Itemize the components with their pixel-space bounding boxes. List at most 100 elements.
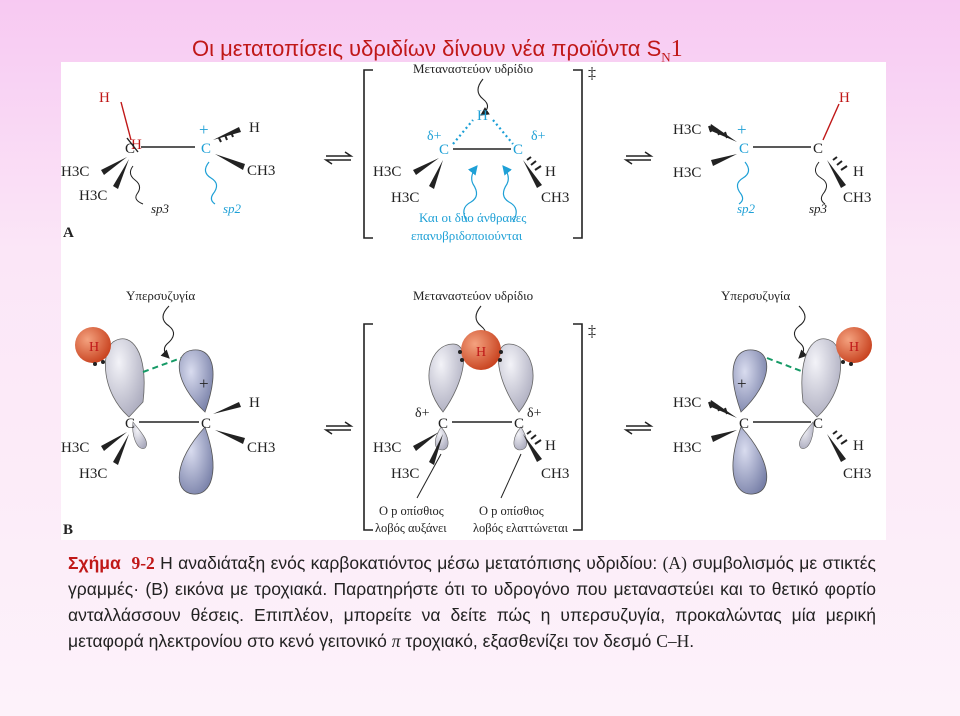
label-sp3: sp3: [151, 201, 170, 216]
p-orbital-bottom-right: [732, 426, 768, 495]
atom-h: H: [545, 438, 556, 454]
hyperconjugation-dash-left: [142, 357, 182, 373]
atom-c: C: [813, 141, 823, 157]
atom-c: C: [739, 416, 749, 432]
panel-label-b: B: [63, 522, 73, 538]
group-h3c: H3C: [673, 440, 701, 456]
group-ch3: CH3: [843, 466, 871, 482]
atom-h: H: [249, 395, 260, 411]
atom-c: C: [513, 142, 523, 158]
group-h3c: H3C: [391, 190, 419, 206]
mechanism-diagram: ‡ Μεταναστεύον υδρίδιο H C H H3C H3C sp3…: [61, 62, 872, 538]
orbital-molecule-b-left: H + C C H3C H3C H CH3: [61, 327, 275, 495]
sp3-back-lobe-left: [132, 421, 147, 449]
group-h3c: H3C: [373, 440, 401, 456]
group-ch3: CH3: [247, 163, 275, 179]
label-sp3: sp3: [809, 201, 828, 216]
hyperconjugation-label-right: Υπερσυζυγία: [721, 288, 790, 303]
back-lobe-grows-line1: Ο p οπίσθιος: [379, 504, 444, 518]
atom-h: H: [853, 164, 864, 180]
reaction-figure: ‡ Μεταναστεύον υδρίδιο H C H H3C H3C sp3…: [61, 62, 886, 540]
caption-part1: Η αναδιάταξη ενός καρβοκατιόντος μέσω με…: [154, 553, 663, 573]
plus-charge: +: [737, 120, 747, 139]
ts-dagger-b: ‡: [588, 323, 596, 340]
transition-state-a: H δ+ δ+ C C H3C H3C H CH3 Και οι δύο άνθ…: [373, 108, 569, 243]
group-ch3: CH3: [541, 466, 569, 482]
molecule-a-right: H3C + C H3C sp2 C H H CH3 sp3: [673, 90, 871, 216]
back-lobe-grows-line2: λοβός αυξάνει: [375, 521, 447, 535]
atom-h: H: [249, 120, 260, 136]
caption-part-a: (A): [662, 553, 687, 573]
group-h3c: H3C: [79, 466, 107, 482]
atom-h: H: [476, 345, 486, 360]
group-h3c: H3C: [373, 164, 401, 180]
orbital-transition-state-b: H δ+ δ+ C C H3C H3C H CH3 Ο p οπίσθιος λ…: [373, 330, 569, 535]
atom-h-migrating: H: [99, 90, 110, 106]
group-h3c: H3C: [79, 188, 107, 204]
group-ch3: CH3: [843, 190, 871, 206]
plus-charge: +: [737, 374, 747, 393]
back-lobe-shrinks-line2: λοβός ελαττώνεται: [473, 521, 569, 535]
atom-h-migrated: H: [839, 90, 850, 106]
hydrogen-sphere-ts: [461, 330, 501, 370]
ts-bracket-left-b: [363, 323, 373, 531]
plus-charge: +: [199, 374, 209, 393]
group-ch3: CH3: [541, 190, 569, 206]
hyperconjugation-dash-right: [766, 357, 810, 375]
migrating-hydride-label-b: Μεταναστεύον υδρίδιο: [413, 288, 533, 303]
rehybridize-note-line1: Και οι δύο άνθρακες: [419, 210, 527, 225]
atom-c: C: [813, 416, 823, 432]
sp3-lobe-right: [801, 338, 842, 418]
ts-bracket-right-a: [573, 69, 583, 239]
p-lobe-ts-right: [498, 343, 534, 413]
group-h3c: H3C: [61, 164, 89, 180]
hydrogen-sphere-left: [75, 327, 111, 363]
delta-plus-left: δ+: [415, 406, 430, 421]
atom-c: C: [439, 142, 449, 158]
p-lobe-ts-left: [428, 343, 464, 413]
rehybridize-note-line2: επανυβριδοποιούνται: [411, 228, 523, 243]
group-ch3: CH3: [247, 440, 275, 456]
caption-label: Σχήμα: [68, 553, 121, 573]
group-h3c: H3C: [61, 440, 89, 456]
delta-plus-left: δ+: [427, 129, 442, 144]
ts-bracket-left-a: [363, 69, 373, 239]
hyperconjugation-label-left: Υπερσυζυγία: [126, 288, 195, 303]
delta-plus-right: δ+: [527, 406, 542, 421]
sp3-lobe-left: [104, 338, 145, 418]
equilibrium-arrow-b-right: [623, 421, 654, 435]
figure-caption: Σχήμα 9-2 Η αναδιάταξη ενός καρβοκατιόντ…: [68, 550, 876, 654]
label-sp2: sp2: [737, 201, 756, 216]
ts-dagger-a: ‡: [588, 65, 596, 82]
caption-bond: C–H: [656, 631, 690, 651]
p-orbital-top-left: [178, 349, 214, 413]
atom-c-cation: C: [201, 141, 211, 157]
group-h3c: H3C: [673, 395, 701, 411]
page-title: Οι μετατοπίσεις υδριδίων δίνουν νέα προϊ…: [192, 36, 683, 65]
molecule-a-left: H C H H3C H3C sp3 + C H CH3 sp2: [61, 90, 275, 216]
equilibrium-arrow-a-left: [323, 151, 354, 165]
atom-c: C: [438, 416, 448, 432]
group-h3c: H3C: [391, 466, 419, 482]
migrating-hydride-label-a: Μεταναστεύον υδρίδιο: [413, 62, 533, 76]
caption-part2: συμβολισμός με στικτές γραμμές· (B) εικό…: [68, 553, 876, 651]
hydrogen-sphere-right: [836, 327, 872, 363]
p-orbital-bottom-left: [178, 426, 214, 495]
caption-number: 9-2: [131, 553, 155, 573]
bridging-hydrogen: H: [477, 108, 488, 124]
p-orbital-top-right: [732, 349, 768, 413]
delta-plus-right: δ+: [531, 129, 546, 144]
atom-c: C: [125, 416, 135, 432]
atom-h: H: [131, 137, 142, 153]
atom-c: C: [514, 416, 524, 432]
caption-pi: π: [391, 631, 401, 651]
label-sp2: sp2: [223, 201, 242, 216]
plus-charge: +: [199, 120, 209, 139]
caption-end: .: [689, 631, 695, 651]
atom-h: H: [849, 340, 859, 355]
atom-c: C: [125, 141, 135, 157]
atom-c: C: [201, 416, 211, 432]
caption-part3: τροχιακό, εξασθενίζει τον δεσμό: [400, 631, 657, 651]
atom-h: H: [89, 340, 99, 355]
ts-bracket-right-b: [573, 323, 583, 531]
